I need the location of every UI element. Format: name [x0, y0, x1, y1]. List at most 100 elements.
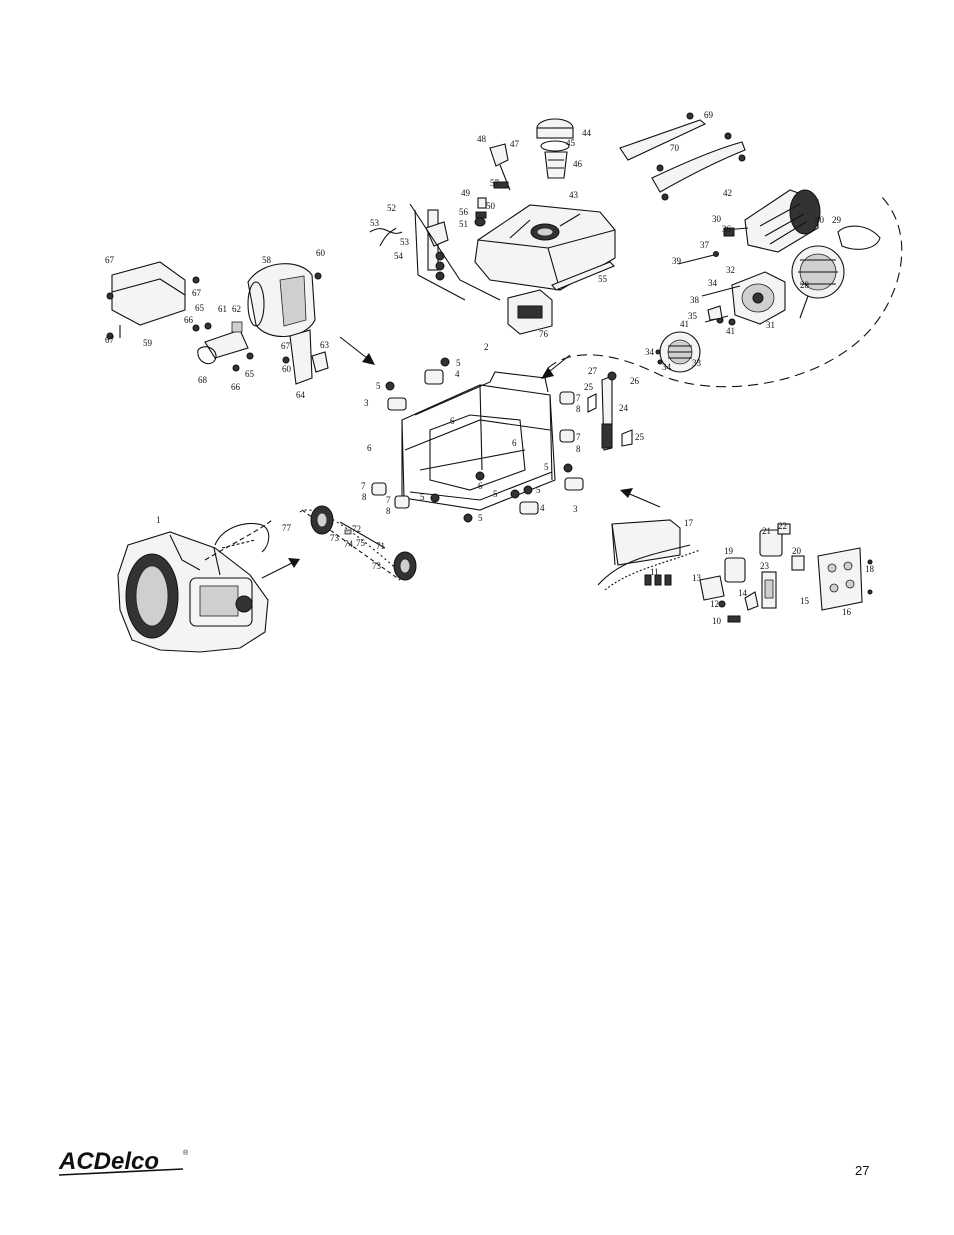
part-label: 6 — [512, 438, 517, 448]
part-label: 34 — [645, 347, 655, 357]
part-label: 30 — [712, 214, 722, 224]
part-labels: 1 2 3 3 4 4 5 5 5 5 5 5 5 6 6 6 6 7 7 7 … — [105, 110, 875, 626]
part-label: 59 — [143, 338, 153, 348]
engine-assembly — [117, 531, 269, 653]
part-label: 32 — [726, 265, 735, 275]
part-label: 45 — [566, 138, 576, 148]
part-label: 17 — [684, 518, 694, 528]
part-label: 67 — [105, 255, 115, 265]
part-label: 6 — [367, 443, 372, 453]
part-label: 20 — [792, 546, 802, 556]
part-label: 10 — [712, 616, 722, 626]
part-label: 53 — [370, 218, 380, 228]
part-label: 71 — [376, 541, 385, 551]
part-label: 5 — [420, 492, 425, 502]
part-label: 4 — [455, 369, 460, 379]
part-label: 67 — [105, 335, 115, 345]
part-label: 3 — [364, 398, 369, 408]
part-label: 4 — [540, 503, 545, 513]
part-label: 48 — [477, 134, 487, 144]
part-label: 67 — [281, 341, 291, 351]
part-label: 23 — [760, 561, 770, 571]
part-label: 46 — [573, 159, 583, 169]
part-label: 24 — [619, 403, 629, 413]
part-label: 74 — [344, 539, 354, 549]
part-label: 34 — [662, 362, 672, 372]
part-label: 22 — [778, 521, 787, 531]
part-label: 27 — [588, 366, 598, 376]
part-label: 11 — [650, 567, 659, 577]
alternator-group — [655, 189, 881, 373]
part-label: 66 — [184, 315, 194, 325]
part-label: 7 — [361, 481, 366, 491]
part-label: 25 — [635, 432, 645, 442]
part-label: 36 — [722, 224, 732, 234]
part-label: 43 — [569, 190, 579, 200]
part-label: 52 — [387, 203, 396, 213]
control-panel-group — [597, 519, 873, 623]
part-label: 76 — [539, 329, 549, 339]
part-label: 1 — [156, 515, 161, 525]
part-label: 31 — [766, 320, 775, 330]
logo-registered: ® — [183, 1149, 189, 1157]
part-label: 5 — [536, 485, 541, 495]
dashed-link — [547, 194, 903, 388]
part-label: 58 — [262, 255, 272, 265]
part-label: 5 — [493, 489, 498, 499]
part-label: 42 — [723, 188, 732, 198]
frame-assembly — [371, 357, 584, 523]
part-label: 21 — [762, 526, 771, 536]
part-label: 63 — [320, 340, 330, 350]
exploded-parts-diagram: 1 2 3 3 4 4 5 5 5 5 5 5 5 6 6 6 6 7 7 7 … — [105, 110, 903, 653]
part-label: 8 — [362, 492, 367, 502]
part-label: 38 — [690, 295, 700, 305]
part-label: 5 — [456, 358, 461, 368]
part-label: 65 — [195, 303, 205, 313]
part-label: 7 — [386, 495, 391, 505]
part-label: 77 — [282, 523, 292, 533]
part-label: 68 — [198, 375, 208, 385]
part-label: 73 — [372, 561, 382, 571]
part-label: 75 — [356, 538, 366, 548]
wheel-kit — [299, 505, 417, 581]
part-label: 5 — [376, 381, 381, 391]
part-label: 12 — [710, 599, 719, 609]
acdelco-logo: ACDelco ® — [58, 1148, 189, 1176]
part-label: 39 — [672, 256, 682, 266]
part-label: 34 — [708, 278, 718, 288]
part-label: 16 — [842, 607, 852, 617]
part-label: 60 — [316, 248, 326, 258]
part-label: 15 — [800, 596, 810, 606]
part-label: 19 — [724, 546, 734, 556]
part-label: 69 — [704, 110, 714, 120]
handle-part — [204, 519, 273, 561]
part-label: 73 — [330, 533, 340, 543]
part-label: 70 — [670, 143, 680, 153]
part-label: 41 — [680, 319, 689, 329]
part-label: 55 — [598, 274, 608, 284]
part-label: 67 — [192, 288, 202, 298]
part-label: 26 — [630, 376, 640, 386]
part-label: 44 — [582, 128, 592, 138]
part-label: 50 — [486, 201, 496, 211]
part-label: 64 — [296, 390, 306, 400]
part-label: 29 — [832, 215, 842, 225]
arrow-engine — [261, 558, 300, 579]
part-label: 51 — [459, 219, 468, 229]
part-label: 61 — [218, 304, 227, 314]
logo-text: ACDelco — [58, 1148, 159, 1175]
part-label: 65 — [245, 369, 255, 379]
part-label: 28 — [800, 280, 810, 290]
part-label: 72 — [352, 524, 361, 534]
part-label: 3 — [573, 504, 578, 514]
part-label: 6 — [450, 416, 455, 426]
part-label: 18 — [865, 564, 875, 574]
part-label: 25 — [584, 382, 594, 392]
fuel-tank-group — [369, 112, 746, 335]
part-label: 8 — [386, 506, 391, 516]
part-label: 35 — [688, 311, 698, 321]
part-label: 40 — [815, 215, 825, 225]
page-number: 27 — [855, 1163, 870, 1178]
part-label: 66 — [231, 382, 241, 392]
part-label: 6 — [478, 481, 483, 491]
